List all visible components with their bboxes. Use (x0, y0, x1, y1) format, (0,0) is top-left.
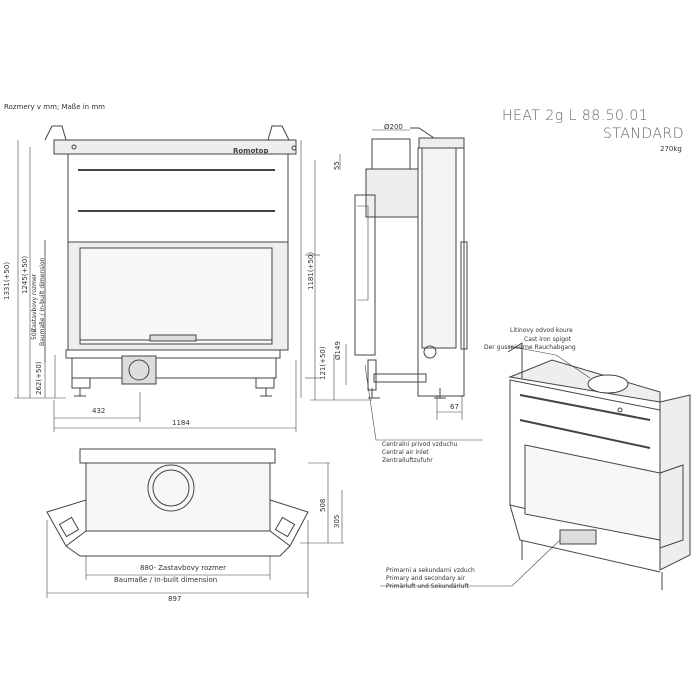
dim-1184: 1184 (172, 419, 190, 427)
dim-897: 897 (168, 595, 182, 603)
dim-1181: 1181(+50) (307, 251, 315, 290)
callout-air-inlet-en: Central air inlet (382, 449, 429, 456)
callout-primary-en: Primary and secondary air (386, 575, 466, 582)
flue-collar (371, 138, 411, 170)
dim-508: 508 (319, 498, 327, 512)
flue-outlet (147, 464, 195, 512)
dim-55: 55 (333, 161, 341, 170)
dim-1245: 1245(+50) (21, 255, 29, 294)
dim-67: 67 (450, 403, 459, 411)
dim-builtin-cz: Zastavbovy rozmer (31, 273, 38, 332)
side-panel (354, 194, 376, 356)
front-glass-top (65, 545, 291, 557)
side-dimensions (310, 154, 463, 420)
dim-880-de: Baumaße / In-built dimension (114, 576, 218, 584)
glass-door (79, 247, 273, 345)
top-view (46, 448, 309, 557)
dim-121: 121(+50) (319, 346, 327, 380)
top-dimensions (46, 462, 344, 598)
side-view (354, 127, 468, 399)
dim-880: 880- Zastavbovy rozmer (140, 564, 226, 572)
dim-149: Ø149 (334, 341, 342, 360)
brand-badge: Romotop (233, 147, 269, 155)
door-frame-right (269, 499, 309, 547)
callout-flue-de: Der gusseiserne Rauchabgang (484, 344, 576, 351)
callout-flue-cz: Litinovy odvod koure (510, 327, 573, 334)
lifting-lug-right (267, 125, 290, 141)
lifting-lug-left (44, 125, 67, 141)
door-frame-left (46, 499, 87, 547)
dim-builtin-de: Baumaße / In-built dimension (39, 257, 46, 346)
perspective-view (507, 342, 691, 590)
dim-262: 262(+50) (35, 361, 43, 395)
dim-305: 305 (333, 514, 341, 528)
dim-432: 432 (92, 407, 106, 415)
units-note: Rozmery v mm; Maße in mm (4, 103, 105, 111)
door-side (460, 241, 468, 350)
front-dimensions (14, 140, 320, 432)
air-inlet-front (121, 355, 157, 385)
dim-500: 500 (31, 328, 38, 340)
variant-title: STANDARD (603, 126, 685, 142)
door-handle (149, 334, 197, 342)
front-panel (67, 153, 289, 243)
weight-label: 270kg (660, 145, 682, 153)
callout-primary-de: Primärluft und Sekundärluft (386, 583, 469, 590)
dim-200: Ø200 (384, 123, 403, 131)
callout-air-inlet-cz: Centralni privod vzduchu (382, 441, 458, 448)
callout-air-inlet-de: Zentralluftzufuhr (382, 457, 433, 464)
callout-lines (364, 345, 591, 587)
callout-primary-cz: Primarni a sekundarni vzduch (386, 567, 475, 574)
glass-front (524, 444, 661, 541)
top-rear-frame (79, 448, 276, 464)
model-title: HEAT 2g L 88.50.01 (502, 108, 649, 124)
front-view (44, 125, 297, 397)
flue-spigot (587, 374, 629, 394)
dim-1331: 1331(+50) (3, 261, 11, 300)
callout-flue-en: Cast iron spigot (524, 336, 572, 343)
